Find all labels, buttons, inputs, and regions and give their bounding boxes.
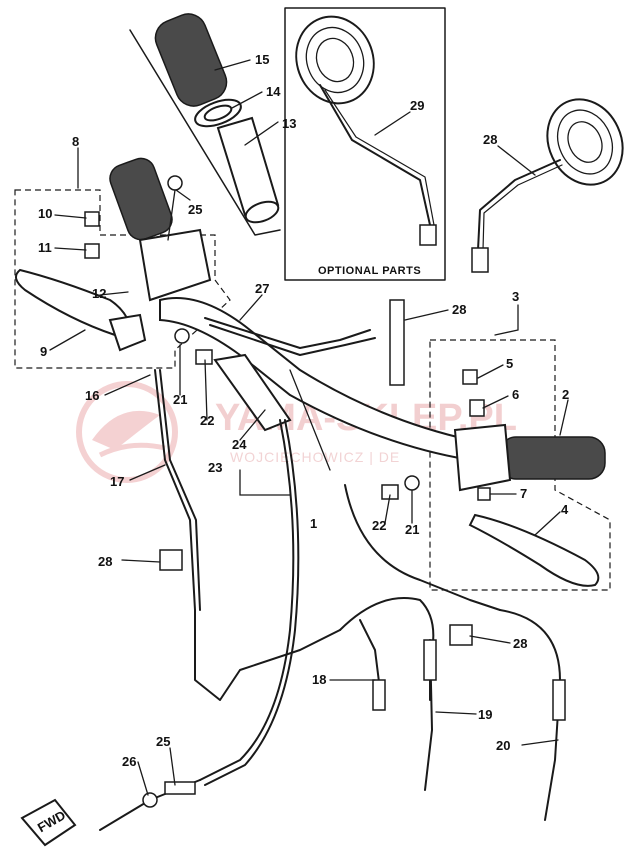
callout-22-upper: 22 [200,413,214,428]
callout-14: 14 [266,84,281,99]
mirror-32 [295,15,437,246]
callout-21-lower: 21 [405,522,419,537]
callout-1: 1 [310,516,317,531]
callout-28-left: 28 [98,554,112,569]
callout-19: 19 [478,707,492,722]
callout-20: 20 [496,738,510,753]
callout-24: 24 [232,437,247,452]
callout-13: 13 [282,116,296,131]
leader-lines [49,59,569,796]
callout-8: 8 [72,134,79,149]
locknut-21-lower [404,475,420,491]
callout-32: 29 [410,98,424,113]
locknut-21-upper [174,328,190,344]
callout-27: 25 [188,202,202,217]
callout-30: 28 [452,302,466,317]
optional-parts-label: OPTIONAL PARTS [318,265,421,277]
callout-29: 27 [255,281,269,296]
callout-23: 23 [208,460,222,475]
callout-17: 17 [110,474,124,489]
optional-parts-box [284,7,446,281]
callout-5: 5 [506,356,513,371]
cable-adjuster-20 [552,679,566,721]
mirror-31 [471,98,624,273]
cable-strap-30 [389,299,405,386]
right-lever-assembly [453,369,606,587]
assembly-box-right [429,339,611,591]
cable-adjuster-18 [372,679,386,711]
left-lever-assembly [15,157,212,352]
callout-9: 9 [40,344,47,359]
callout-26: 26 [122,754,136,769]
adjuster-26 [142,792,158,808]
fwd-arrow: FWD [20,798,77,847]
watermark-logo [76,381,178,483]
cable-holder-28-left [159,549,183,571]
cable-adjuster-19 [423,639,437,681]
callout-25: 25 [156,734,170,749]
callout-18: 18 [312,672,326,687]
cable-holder-28-right [449,624,473,646]
watermark-subtext: WOJCIECHOWICZ | DE [230,449,400,465]
callout-10: 10 [38,206,52,221]
callout-16: 16 [85,388,99,403]
spring-25 [164,781,196,795]
callout-28-right: 28 [513,636,527,651]
callout-labels: 15 14 13 8 25 10 11 12 9 29 28 27 28 3 5… [38,52,569,769]
assembly-box-left [14,189,231,369]
callout-22-lower: 22 [372,518,386,533]
callout-11: 11 [38,240,52,255]
switch-wiring-29 [204,317,376,356]
callout-12: 12 [92,286,106,301]
callout-31: 28 [483,132,497,147]
callout-21-upper: 21 [173,392,187,407]
grip-assembly-upper [129,13,281,236]
callout-15: 15 [255,52,269,67]
callout-6: 6 [512,387,519,402]
callout-4: 4 [561,502,569,517]
handlebar [159,297,471,471]
cable-guide-22-upper [195,349,213,365]
callout-3: 3 [512,289,519,304]
cables [99,353,561,831]
callout-2: 2 [562,387,569,402]
callout-7: 7 [520,486,527,501]
cable-guide-22-lower [381,484,399,500]
